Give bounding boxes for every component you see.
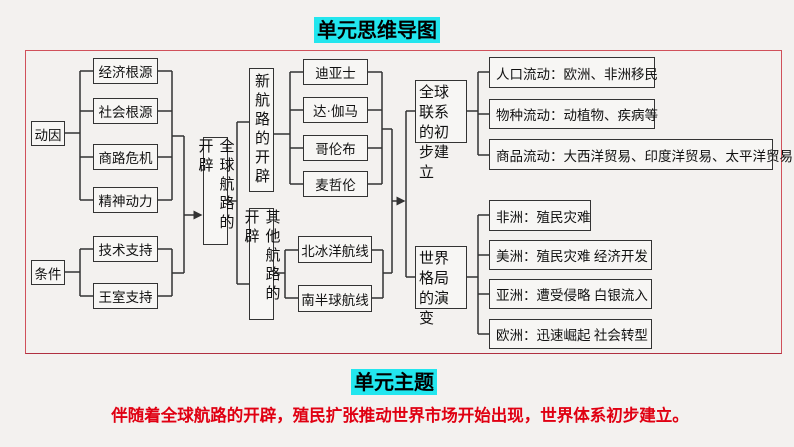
route-dias: 迪亚士 — [303, 59, 368, 85]
flow-species: 物种流动：动植物、疾病等 — [489, 99, 658, 129]
route-da-gama: 达·伽马 — [303, 97, 368, 123]
motive-social: 社会根源 — [93, 98, 158, 124]
pattern-asia: 亚洲：遭受侵略 白银流入 — [489, 279, 652, 309]
new-routes-node: 新航路的开辟 — [249, 68, 274, 192]
world-pattern-node: 世界格局的演变 — [415, 246, 467, 327]
flow-goods: 商品流动：大西洋贸易、印度洋贸易、太平洋贸易 — [489, 139, 793, 170]
condition-royal: 王室支持 — [93, 283, 158, 309]
center-node: 全球航路的开辟 — [197, 137, 234, 245]
motive-economic: 经济根源 — [93, 58, 158, 84]
route-arctic: 北冰洋航线 — [298, 236, 372, 263]
route-southern: 南半球航线 — [298, 285, 372, 312]
motives-node: 动因 — [31, 121, 65, 146]
pattern-europe: 欧洲：迅速崛起 社会转型 — [489, 319, 652, 349]
motive-spiritual: 精神动力 — [93, 187, 158, 213]
pattern-africa: 非洲：殖民灾难 — [489, 200, 591, 231]
theme-title: 单元主题 — [351, 369, 437, 395]
flow-population: 人口流动：欧洲、非洲移民 — [489, 57, 658, 88]
motive-trade-crisis: 商路危机 — [93, 144, 158, 170]
other-routes-node: 其他航路的开辟 — [243, 208, 280, 320]
global-link-node: 全球联系的初步建立 — [415, 80, 467, 181]
mindmap-frame — [25, 50, 782, 354]
theme-text: 伴随着全球航路的开辟，殖民扩张推动世界市场开始出现，世界体系初步建立。 — [111, 406, 689, 425]
condition-technology: 技术支持 — [93, 236, 158, 262]
mindmap-title: 单元思维导图 — [314, 17, 440, 43]
pattern-americas: 美洲：殖民灾难 经济开发 — [489, 240, 652, 270]
route-columbus: 哥伦布 — [303, 135, 368, 161]
conditions-node: 条件 — [31, 260, 65, 285]
route-magellan: 麦哲伦 — [303, 171, 368, 197]
